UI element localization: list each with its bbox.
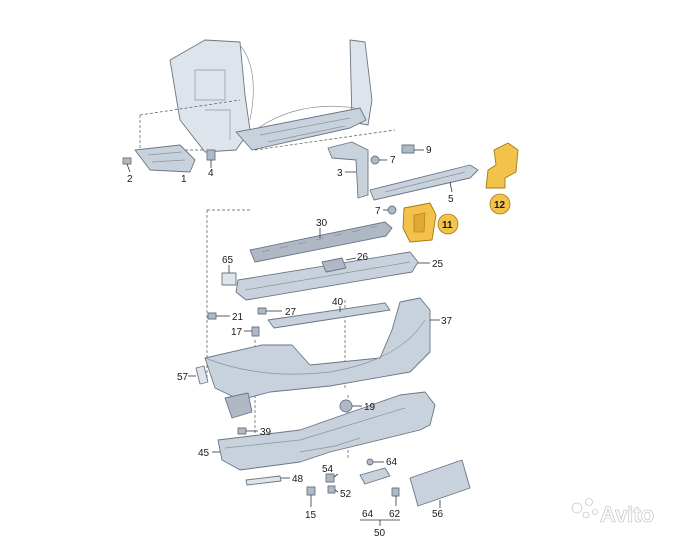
callout-11: 11 — [442, 220, 453, 231]
bolt-21-icon — [207, 312, 230, 320]
part-56-license-plate — [409, 459, 471, 508]
callout-65: 65 — [222, 255, 234, 266]
part-26-bracket — [321, 257, 357, 273]
part-19-grommet — [339, 399, 362, 413]
callout-48: 48 — [292, 474, 304, 485]
car-body-frame — [139, 39, 396, 153]
callout-56: 56 — [432, 509, 444, 520]
callout-62: 62 — [389, 509, 401, 520]
callout-30: 30 — [316, 218, 328, 229]
part-12-highlighted — [485, 142, 519, 215]
callout-15: 15 — [305, 510, 317, 521]
callout-1: 1 — [181, 174, 187, 185]
callout-37: 37 — [441, 316, 453, 327]
callout-40: 40 — [332, 297, 344, 308]
part-3-bracket — [327, 141, 369, 199]
part-64-bracket — [359, 458, 391, 485]
part-37-bumper-cover — [204, 297, 440, 419]
part-30-impact-absorber — [249, 221, 393, 263]
part-45-lower-bumper — [212, 391, 436, 471]
screw-2-icon — [122, 157, 132, 173]
bolt-15-icon — [306, 486, 316, 507]
callout-26: 26 — [357, 252, 369, 263]
callout-25: 25 — [432, 259, 444, 270]
callout-54: 54 — [322, 464, 334, 475]
callout-39: 39 — [260, 427, 272, 438]
nut-7-top-icon — [370, 155, 387, 165]
callout-4: 4 — [208, 168, 214, 179]
nut-7-lower-icon — [383, 205, 397, 215]
clip-9-icon — [401, 144, 424, 154]
callout-50: 50 — [374, 528, 386, 539]
part-54-clip — [325, 473, 339, 483]
part-5-bracket — [369, 164, 479, 201]
callout-12: 12 — [494, 200, 506, 211]
callout-7-top: 7 — [390, 155, 396, 166]
callout-9: 9 — [426, 145, 432, 156]
part-11-highlighted — [402, 202, 459, 243]
clip-4-icon — [206, 149, 216, 168]
callout-64-top: 64 — [386, 457, 398, 468]
group-50-bracket-lines — [360, 519, 400, 526]
callout-7-lower: 7 — [375, 206, 381, 217]
part-65-plate — [221, 265, 237, 286]
part-57-trim — [188, 365, 209, 385]
callout-2: 2 — [127, 174, 133, 185]
callout-19: 19 — [364, 402, 376, 413]
bolt-27-icon — [257, 307, 282, 315]
part-62-clip — [391, 487, 400, 506]
callout-64-bottom: 64 — [362, 509, 374, 520]
callout-17: 17 — [231, 327, 243, 338]
part-1-bracket — [134, 144, 196, 173]
callout-57: 57 — [177, 372, 189, 383]
callout-21: 21 — [232, 312, 244, 323]
callout-3: 3 — [337, 168, 343, 179]
part-25-reinforcement — [235, 251, 430, 301]
callout-52: 52 — [340, 489, 352, 500]
watermark-text: Avito — [600, 502, 654, 527]
callout-5: 5 — [448, 194, 454, 205]
part-52-clip — [327, 485, 339, 494]
callout-45: 45 — [198, 448, 210, 459]
screw-39-icon — [237, 427, 258, 435]
bolt-17-icon — [244, 326, 260, 337]
avito-watermark: Avito — [571, 498, 654, 527]
part-48-reflector-strip — [245, 475, 290, 486]
part-40-trim-strip — [267, 302, 391, 329]
callout-27: 27 — [285, 307, 297, 318]
